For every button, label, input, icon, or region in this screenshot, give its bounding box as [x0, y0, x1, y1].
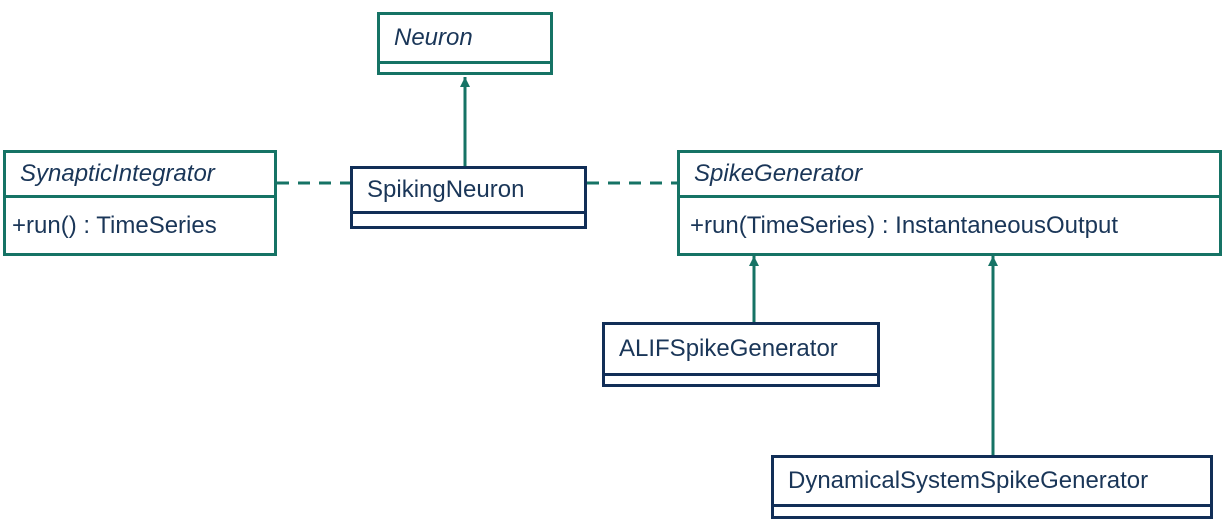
class-synaptic-integrator[interactable]: SynapticIntegrator +run() : TimeSeries: [3, 150, 277, 256]
class-alif-spike-generator[interactable]: ALIFSpikeGenerator: [602, 322, 880, 387]
class-name: SpikeGenerator: [694, 160, 863, 187]
class-spiking-neuron[interactable]: SpikingNeuron: [350, 166, 587, 229]
operations-separator: [6, 195, 274, 198]
class-neuron[interactable]: Neuron: [377, 12, 553, 75]
attributes-separator: [605, 373, 877, 376]
class-name: ALIFSpikeGenerator: [619, 335, 838, 362]
class-dynamical-system-spike-generator[interactable]: DynamicalSystemSpikeGenerator: [771, 455, 1213, 519]
class-name: DynamicalSystemSpikeGenerator: [788, 467, 1149, 494]
operations-separator: [680, 195, 1219, 198]
attributes-separator: [380, 61, 550, 64]
class-name: SynapticIntegrator: [20, 160, 215, 187]
operation-run: +run() : TimeSeries: [12, 211, 217, 239]
class-spike-generator[interactable]: SpikeGenerator +run(TimeSeries) : Instan…: [677, 150, 1222, 256]
operation-run: +run(TimeSeries) : InstantaneousOutput: [690, 211, 1118, 239]
attributes-separator: [353, 211, 584, 214]
attributes-separator: [774, 504, 1210, 507]
class-name: Neuron: [394, 24, 473, 51]
class-name: SpikingNeuron: [367, 176, 525, 203]
